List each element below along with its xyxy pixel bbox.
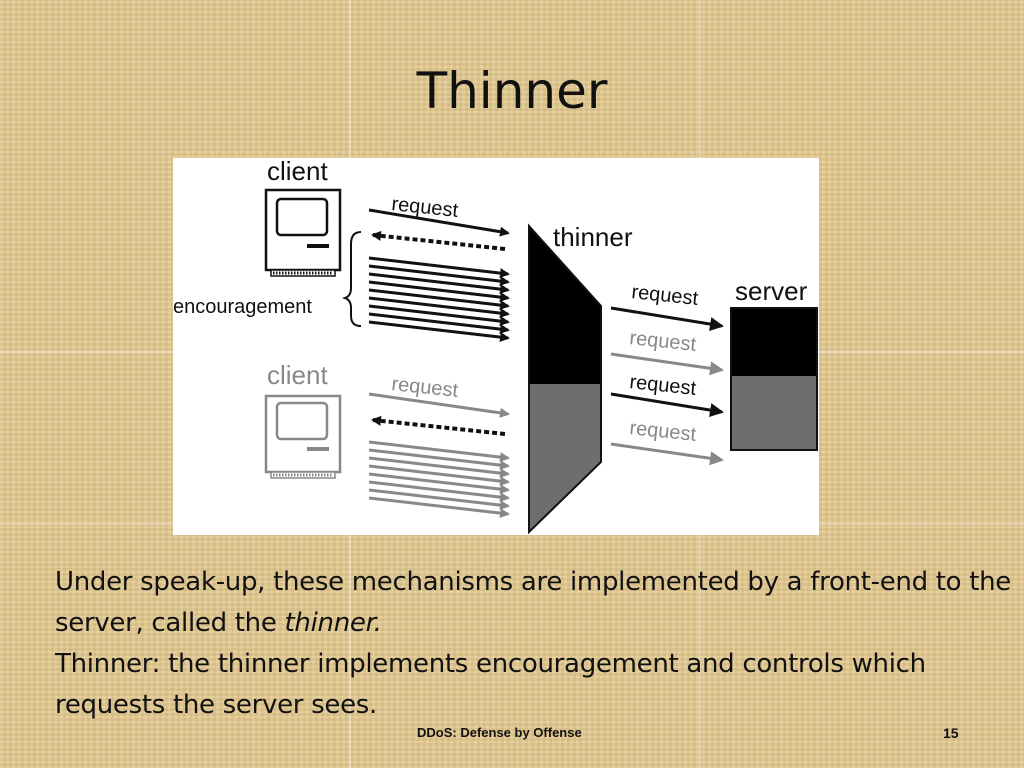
body-paragraph-1-italic: thinner. — [284, 608, 382, 638]
slide-footer: DDoS: Defense by Offense — [417, 725, 582, 740]
body-paragraph-1-text: Under speak-up, these mechanisms are imp… — [55, 567, 1011, 638]
client-computer-icon-top — [264, 188, 342, 277]
request-arrow-bottom — [368, 392, 510, 418]
out-request-arrow-3 — [610, 392, 724, 417]
server-box — [730, 307, 818, 451]
out-request-arrow-2 — [610, 352, 724, 376]
body-paragraph-2: Thinner: the thinner implements encourag… — [55, 649, 926, 720]
encouragement-stream-bottom — [368, 440, 510, 519]
thinner-box — [528, 223, 602, 535]
slide-body: Under speak-up, these mechanisms are imp… — [55, 562, 1015, 726]
request-arrow-top — [368, 208, 510, 237]
out-request-label-2: request — [628, 327, 697, 356]
out-request-arrow-1 — [610, 306, 724, 331]
slide-title: Thinner — [416, 62, 608, 120]
encouragement-brace — [341, 231, 362, 327]
encouragement-label: encouragement — [173, 296, 312, 318]
thinner-label: thinner — [553, 222, 633, 252]
out-request-label-3: request — [628, 371, 697, 400]
client-top-label: client — [267, 158, 328, 186]
slide-number: 15 — [943, 725, 959, 741]
out-request-label-4: request — [628, 417, 697, 446]
client-computer-icon-bottom — [264, 394, 342, 479]
out-request-arrow-4 — [610, 442, 724, 466]
encouragement-return-arrow-top — [371, 230, 506, 251]
client-bottom-label: client — [267, 360, 328, 390]
thinner-diagram: client request encouragement — [173, 158, 819, 535]
encouragement-stream-top — [368, 256, 510, 343]
out-request-label-1: request — [630, 281, 699, 310]
encouragement-return-arrow-bottom — [371, 415, 506, 436]
body-paragraph-1: Under speak-up, these mechanisms are imp… — [55, 562, 1015, 644]
server-label: server — [735, 276, 808, 306]
request-top-label: request — [390, 193, 459, 222]
